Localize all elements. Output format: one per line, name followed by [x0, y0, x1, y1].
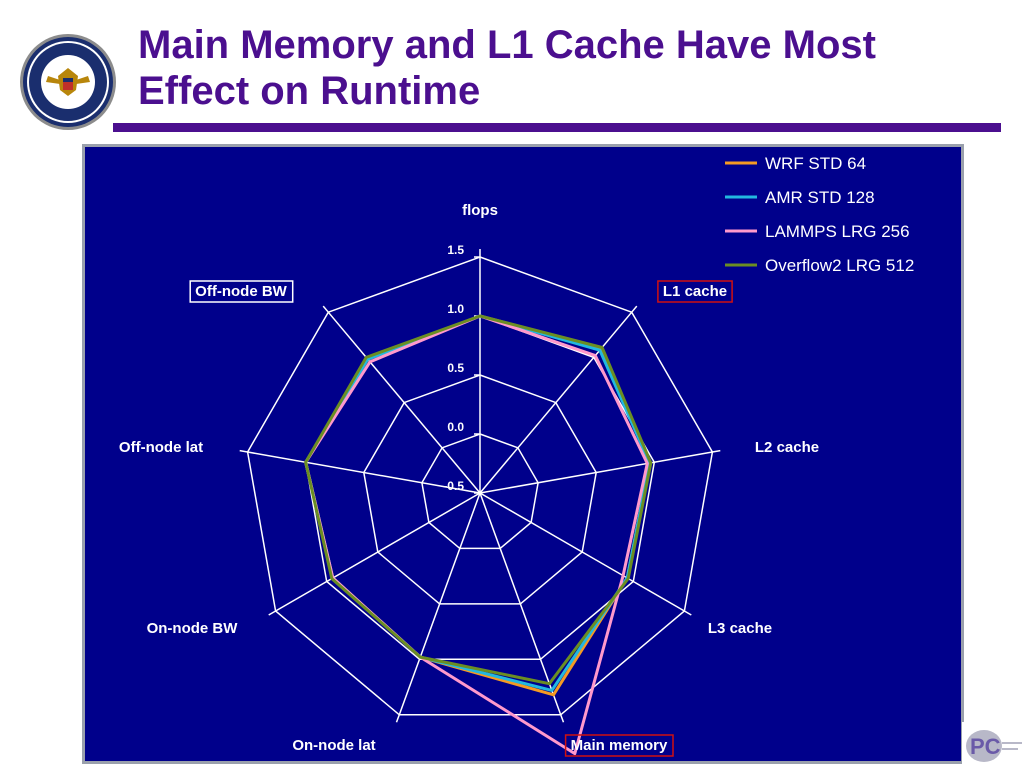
spoke-tick-7: [239, 449, 248, 453]
spoke-tick-3: [684, 610, 692, 616]
spoke-2: [479, 451, 713, 494]
spoke-7: [247, 451, 481, 494]
legend-label-0: WRF STD 64: [765, 154, 866, 173]
spoke-tick-8: [322, 305, 329, 313]
axis-highlight-box-4: [564, 734, 674, 757]
axis-label-on-node-bw: On-node BW: [147, 620, 239, 637]
grid-ring-3: [421, 433, 539, 550]
spoke-3: [479, 492, 685, 612]
spoke-4: [479, 492, 562, 716]
axis-label-off-node-lat: Off-node lat: [119, 439, 203, 456]
grid-ring-0: [246, 256, 714, 716]
dod-seal-icon: [20, 34, 116, 130]
spoke-5: [398, 492, 481, 716]
spoke-tick-2: [712, 449, 721, 453]
axis-label-off-node-bw: Off-node BW: [195, 283, 287, 300]
axis-label-flops: flops: [462, 202, 498, 219]
axis-label-l2-cache: L2 cache: [755, 439, 819, 456]
legend-label-2: LAMMPS LRG 256: [765, 222, 910, 241]
title-underline: [113, 123, 1001, 132]
spoke-tick-1: [631, 305, 638, 313]
spoke-tick-4: [559, 714, 565, 723]
axis-highlight-box-8: [189, 280, 294, 303]
svg-text:PC: PC: [970, 734, 1001, 759]
series-line-3: [304, 314, 653, 686]
hpc-logo-icon: PC: [962, 722, 1024, 768]
spoke-8: [327, 311, 481, 494]
slide-title-line-2: Effect on Runtime: [138, 69, 481, 113]
legend-label-1: AMR STD 128: [765, 188, 875, 207]
slide-title: Main Memory and L1 Cache Have Most Effec…: [138, 22, 1008, 114]
spoke-1: [479, 311, 633, 494]
spoke-6: [275, 492, 481, 612]
axis-label-main-memory: Main memory: [571, 737, 668, 754]
axis-highlight-box-1: [657, 280, 733, 303]
radar-chart: 1.5 1.0 0.5 0.0 -0.5 flops L1 cache L2 cache L3 …: [119, 154, 914, 757]
grid-ring-2: [363, 374, 597, 605]
axis-label-l3-cache: L3 cache: [708, 620, 772, 637]
radial-tick-label-2: 0.5: [447, 361, 464, 375]
radial-tick-label-0: 1.5: [447, 243, 464, 257]
spoke-tick-5: [395, 714, 401, 723]
radial-tick-label-1: 1.0: [447, 302, 464, 316]
radial-tick-label-4: -0.5: [443, 479, 464, 493]
spoke-tick-6: [268, 610, 276, 616]
legend-label-3: Overflow2 LRG 512: [765, 256, 914, 275]
slide-title-line-1: Main Memory and L1 Cache Have Most: [138, 23, 876, 67]
series-line-2: [304, 314, 649, 756]
axis-label-on-node-lat: On-node lat: [292, 737, 375, 754]
radial-tick-label-3: 0.0: [447, 420, 464, 434]
axis-label-l1-cache: L1 cache: [663, 283, 727, 300]
